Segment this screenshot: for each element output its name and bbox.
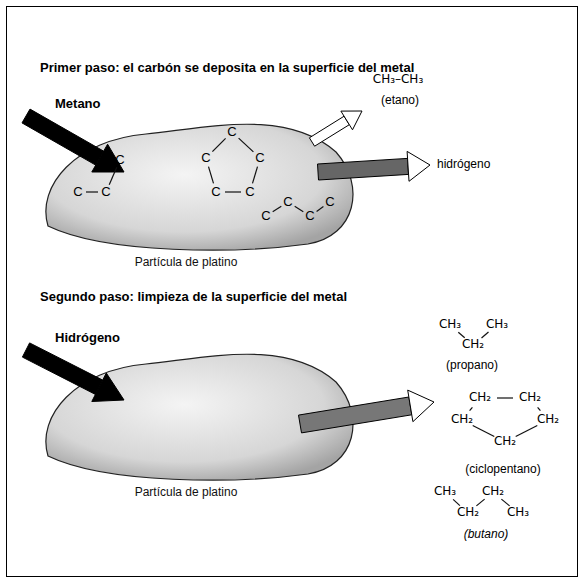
chemical-formula: CH₂ <box>494 435 516 448</box>
input-arrow <box>22 343 102 395</box>
output-arrow <box>408 390 434 422</box>
output-arrow <box>299 397 412 433</box>
gas-label: Metano <box>55 97 101 111</box>
chemical-formula: CH₂ <box>469 391 491 404</box>
carbon-atom: C <box>255 151 264 165</box>
chemical-bond <box>209 167 214 184</box>
compound-name: (propano) <box>446 359 498 372</box>
chemical-bond <box>317 207 324 212</box>
chemical-bond <box>516 426 538 437</box>
chemical-bond <box>482 332 489 338</box>
chemical-bond <box>225 191 241 192</box>
chemical-bond <box>470 407 473 410</box>
output-arrow <box>318 158 409 180</box>
output-arrow <box>341 111 362 130</box>
input-arrow <box>22 109 104 165</box>
chemical-formula: CH₂ <box>519 391 541 404</box>
output-arrow <box>309 116 349 146</box>
chemical-bond <box>295 206 304 211</box>
chemical-bond <box>501 499 509 506</box>
carbon-atom: C <box>283 195 292 209</box>
carbon-atom: C <box>305 209 314 223</box>
step-heading: Primer paso: el carbón se deposita en la… <box>40 61 414 75</box>
carbon-atom: C <box>211 185 220 199</box>
compound-name: (butano) <box>464 528 509 541</box>
input-arrow <box>92 144 124 172</box>
carbon-atom: C <box>245 185 254 199</box>
carbon-atom: C <box>115 153 124 167</box>
chemical-formula: CH₃ <box>439 318 461 331</box>
chemical-bond <box>239 138 254 152</box>
chemical-formula: CH₃ <box>434 485 456 498</box>
chemical-bond <box>458 332 464 338</box>
chemical-formula: CH₃ <box>507 506 529 519</box>
chemical-bond <box>476 499 484 506</box>
chemical-formula: CH₂ <box>451 413 473 426</box>
carbon-atom: C <box>325 195 334 209</box>
carbon-atom: C <box>227 125 236 139</box>
platinum-particle: Partícula de platino <box>36 106 358 266</box>
chemical-bond <box>473 426 495 437</box>
chemical-bond <box>538 407 541 410</box>
input-arrow <box>92 373 124 402</box>
particle-label: Partícula de platino <box>135 485 238 499</box>
gas-label: Hidrógeno <box>55 331 120 345</box>
compound-name: (etano) <box>381 94 419 107</box>
output-arrow <box>407 151 430 181</box>
chemical-formula: CH₃–CH₃ <box>373 73 423 86</box>
chemical-bond <box>86 191 98 192</box>
carbon-atom: C <box>201 151 210 165</box>
chemical-bond <box>273 206 282 211</box>
particle-shape <box>36 106 358 266</box>
chemical-formula: CH₂ <box>457 506 479 519</box>
compound-name: (ciclopentano) <box>465 463 540 476</box>
gas-label: hidrógeno <box>437 158 490 171</box>
particle-outline <box>46 124 353 250</box>
chemical-formula: CH₂ <box>462 338 484 351</box>
chemical-formula: CH₂ <box>482 485 504 498</box>
chemical-bond <box>253 167 258 184</box>
carbon-atom: C <box>101 185 110 199</box>
chemical-formula: CH₂ <box>537 413 559 426</box>
chemical-bond <box>497 397 513 398</box>
carbon-atom: C <box>73 185 82 199</box>
chemical-bond <box>212 138 225 151</box>
chemical-bond <box>109 167 117 184</box>
step-heading: Segundo paso: limpieza de la superficie … <box>40 290 347 304</box>
particle-label: Partícula de platino <box>135 255 238 269</box>
chemical-bond <box>453 499 460 505</box>
chemical-formula: CH₃ <box>486 318 508 331</box>
carbon-atom: C <box>261 209 270 223</box>
